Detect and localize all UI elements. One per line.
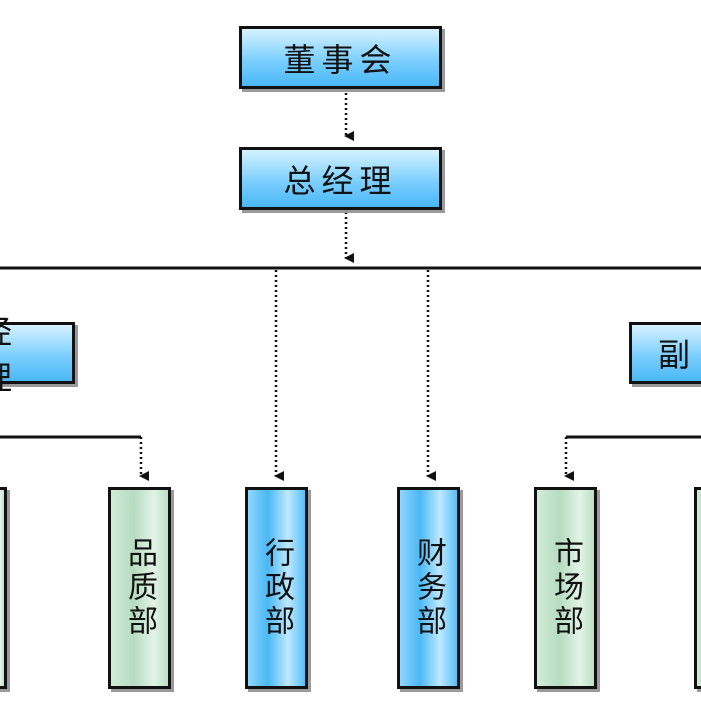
deputy-manager-right-label: 副 (658, 336, 697, 374)
board-label: 董事会 (283, 40, 398, 79)
dept-market-box: 市场部 (534, 487, 597, 689)
dept-finance-box: 财务部 (397, 487, 460, 689)
deputy-manager-left-label: 经理 (0, 307, 48, 399)
partial-dept-right-box (694, 487, 701, 689)
dept-quality-box: 品质部 (108, 487, 171, 689)
partial-dept-left-box (0, 487, 7, 689)
deputy-manager-left-box: 经理 (0, 313, 75, 397)
dept-finance-label: 财务部 (411, 537, 446, 639)
dept-admin-box: 行政部 (245, 487, 308, 689)
deputy-manager-right-box: 副 (629, 322, 701, 384)
board-box: 董事会 (239, 26, 442, 89)
general-manager-box: 总经理 (239, 147, 442, 210)
dept-admin-label: 行政部 (259, 537, 294, 639)
general-manager-label: 总经理 (283, 161, 398, 200)
dept-quality-label: 品质部 (122, 537, 157, 639)
dept-market-label: 市场部 (548, 537, 583, 639)
